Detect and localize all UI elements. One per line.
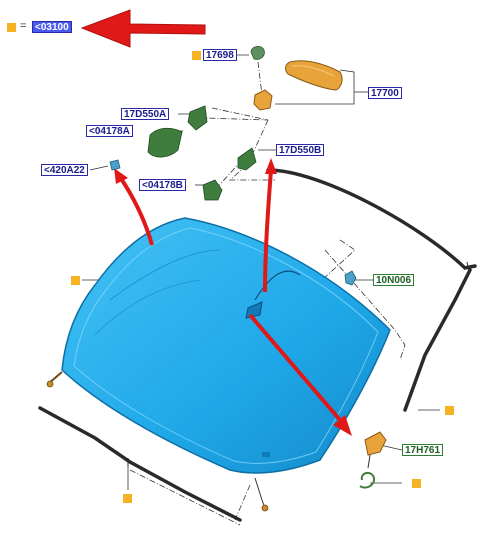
clip-420A22: [109, 159, 121, 171]
label-10N006[interactable]: 10N006: [373, 274, 415, 286]
label-17D550A[interactable]: 17D550A: [121, 108, 170, 120]
top-red-arrow: [80, 9, 206, 48]
marker-windshield: [71, 276, 80, 285]
marker-lower-weatherstrip: [123, 494, 132, 503]
marker-hook: [412, 479, 421, 488]
label-04178A[interactable]: <04178A: [86, 125, 133, 137]
label-04178B[interactable]: <04178B: [139, 179, 186, 191]
marker-upper-weatherstrip: [445, 406, 454, 415]
cover-04178A: [147, 127, 183, 158]
bracket-17D550B: [237, 147, 257, 171]
legend-label-03100[interactable]: <03100: [32, 21, 72, 33]
clip-10N006: [344, 270, 357, 286]
windshield: [46, 217, 391, 512]
lower-weatherstrip: [38, 406, 242, 522]
label-420A22[interactable]: <420A22: [41, 164, 88, 176]
upper-weatherstrip: [266, 168, 477, 412]
legend-equals: =: [20, 20, 27, 32]
legend-marker: [7, 23, 16, 32]
label-17700[interactable]: 17700: [368, 87, 402, 99]
red-arrows: [114, 158, 352, 436]
part-17H761: [359, 431, 387, 489]
cover-04178B: [202, 179, 223, 201]
rear-view-mirror-17700: [253, 60, 343, 111]
sensor-cover-17698: [250, 46, 265, 60]
label-17H761[interactable]: 17H761: [402, 444, 444, 456]
marker-17698: [192, 51, 201, 60]
label-17698[interactable]: 17698: [203, 49, 237, 61]
label-17D550B[interactable]: 17D550B: [276, 144, 325, 156]
bracket-17D550A: [187, 105, 208, 131]
